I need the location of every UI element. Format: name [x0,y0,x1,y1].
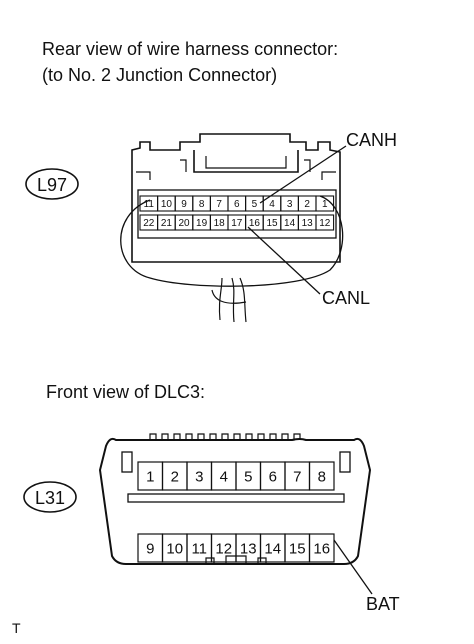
canl-leader-line [247,226,321,295]
l97-pin-number: 13 [302,218,314,229]
l97-pin-number: 17 [231,218,243,229]
l31-pin-number: 5 [244,468,252,485]
canh-leader-line [259,145,347,204]
l97-pin-cell [315,214,335,231]
l31-pin-cell [308,533,335,563]
l97-pin-number: 8 [199,199,205,210]
front-view-caption: Front view of DLC3: [46,382,206,402]
l97-pin-number: 3 [287,199,293,210]
rear-view-caption-line2: (to No. 2 Junction Connector) [42,65,278,85]
l31-pin-number: 4 [220,468,228,485]
l97-pin-number: 21 [161,218,173,229]
l97-pin-number: 1 [322,199,328,210]
l31-pin-number: 12 [215,540,232,557]
l97-label: L97 [37,175,67,195]
l97-pin-number: 22 [143,218,155,229]
l97-pin-number: 12 [319,218,331,229]
l97-pin-number: 11 [144,199,155,210]
rear-view-caption-line1: Rear view of wire harness connector: [42,39,339,59]
l97-pin-number: 4 [269,199,275,210]
bat-leader-line [333,539,373,595]
harness-wires [211,277,247,323]
l31-pin-number: 6 [269,468,277,485]
canh-label: CANH [346,130,398,150]
l31-pin-number: 1 [146,468,154,485]
l97-pin-number: 7 [216,199,222,210]
l97-label-oval [25,168,79,200]
l31-pin-number: 10 [166,540,183,557]
l97-connector-body [131,133,341,263]
l31-pin-number: 14 [264,540,281,557]
corner-mark: T [12,620,21,636]
l31-label-oval [23,481,77,513]
l97-pin-number: 16 [249,218,261,229]
l31-connector-body [98,437,372,565]
l31-pin-number: 15 [289,540,306,557]
l97-pin-cell [315,195,335,212]
l31-pin-number: 11 [191,540,207,557]
l97-pin-number: 19 [196,218,208,229]
l31-top-serration [149,433,301,441]
l97-pin-number: 15 [266,218,278,229]
l31-pin-number: 7 [293,468,301,485]
l31-pin-cell [308,461,335,491]
l31-pin-number: 3 [195,468,203,485]
l97-pin-number: 2 [304,199,310,210]
bat-label: BAT [366,594,400,614]
l31-pin-number: 16 [313,540,330,557]
l97-pin-number: 9 [181,199,187,210]
l97-pin-number: 10 [161,199,173,210]
l97-pin-number: 6 [234,199,240,210]
l97-pin-frame [137,189,337,239]
l97-pin-number: 5 [252,199,258,210]
harness-loop [120,195,344,287]
l31-center-bar [127,493,345,503]
l97-pin-number: 14 [284,218,296,229]
l31-pin-number: 8 [318,468,326,485]
canl-label: CANL [322,288,371,308]
l97-pin-number: 20 [178,218,190,229]
l97-pin-number: 18 [214,218,226,229]
l31-pin-number: 13 [240,540,257,557]
l31-pin-number: 9 [146,540,154,557]
l31-pin-number: 2 [171,468,179,485]
l31-label: L31 [35,488,65,508]
